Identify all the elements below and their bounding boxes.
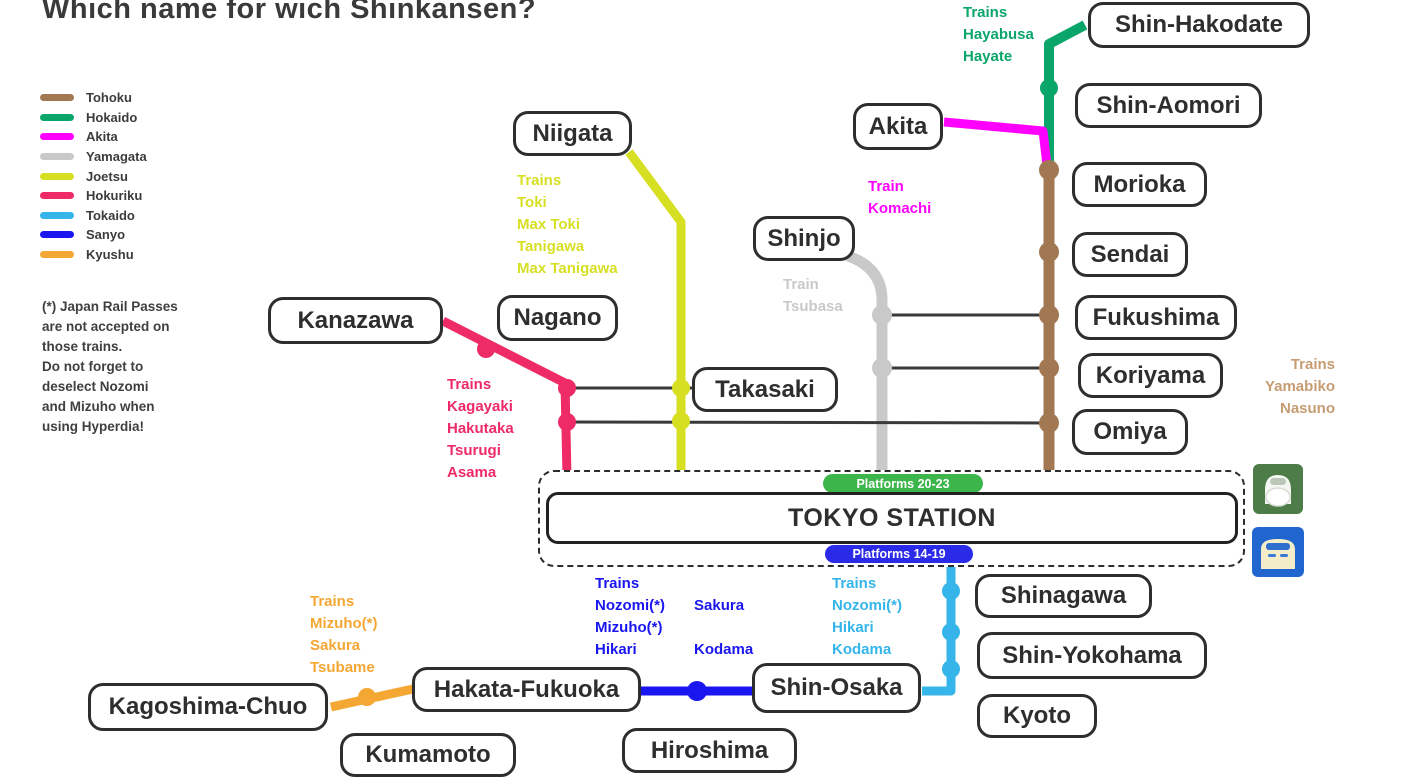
- trains-tokaido: Trains Nozomi(*) Hikari Kodama: [832, 575, 902, 658]
- station-hiroshima: Hiroshima: [622, 728, 797, 773]
- station-dot-kumamoto: [358, 688, 376, 706]
- legend-item-tokaido: Tokaido: [40, 206, 147, 226]
- line-hokkaido: [1044, 20, 1088, 168]
- station-kyoto: Kyoto: [977, 694, 1097, 738]
- station-dot-joetsu-takasaki: [672, 379, 690, 397]
- station-sendai: Sendai: [1072, 232, 1188, 277]
- legend-swatch: [40, 172, 74, 180]
- station-morioka: Morioka: [1072, 162, 1207, 207]
- platforms-20-23-badge: Platforms 20-23: [823, 474, 983, 493]
- station-shinjo: Shinjo: [753, 216, 855, 261]
- legend-item-hokuriku: Hokuriku: [40, 186, 147, 206]
- trains-hokuriku: Trains Kagayaki Hakutaka Tsurugi Asama: [447, 376, 514, 481]
- trains-sanyo-col1: Trains Nozomi(*) Mizuho(*) Hikari: [595, 575, 665, 658]
- station-dot-shinagawa: [942, 582, 960, 600]
- line-yamagata: [845, 250, 888, 477]
- station-fukushima: Fukushima: [1075, 295, 1237, 340]
- station-dot-nagano: [477, 340, 495, 358]
- legend-item-hokaido: Hokaido: [40, 108, 147, 128]
- trains-yamagata: Train Tsubasa: [783, 276, 843, 315]
- legend-item-tohoku: Tohoku: [40, 88, 147, 108]
- station-dot-morioka: [1039, 160, 1059, 180]
- legend-swatch: [40, 113, 74, 121]
- legend-swatch: [40, 231, 74, 239]
- station-dot-yamagata-fukushima: [872, 305, 892, 325]
- legend-item-akita: Akita: [40, 127, 147, 147]
- station-dot-hokuriku-takasaki: [558, 379, 576, 397]
- trains-akita: Train Komachi: [868, 178, 932, 217]
- station-dot-omiya: [1039, 413, 1059, 433]
- trains-kyushu: Trains Mizuho(*) Sakura Tsubame: [310, 593, 378, 676]
- page-title: Which name for wich Shinkansen?: [42, 0, 537, 25]
- station-dot-sendai: [1039, 242, 1059, 262]
- station-shin-hakodate: Shin-Hakodate: [1088, 2, 1310, 48]
- legend-swatch: [40, 153, 74, 161]
- green-shinkansen-icon: [1253, 464, 1303, 514]
- station-dot-shin-yokohama: [942, 623, 960, 641]
- station-shin-yokohama: Shin-Yokohama: [977, 632, 1207, 679]
- platforms-14-19-badge: Platforms 14-19: [825, 545, 973, 563]
- legend: Tohoku Hokaido Akita Yamagata Joetsu Hok…: [40, 88, 147, 264]
- station-dot-hokuriku-omiya: [558, 413, 576, 431]
- legend-swatch: [40, 211, 74, 219]
- line-joetsu: [625, 149, 686, 477]
- station-shin-osaka: Shin-Osaka: [752, 663, 921, 713]
- line-akita: [943, 117, 1052, 166]
- legend-swatch: [40, 133, 74, 141]
- station-dot-fukushima: [1039, 305, 1059, 325]
- station-dot-kyoto: [942, 660, 960, 678]
- station-dot-hiroshima: [687, 681, 707, 701]
- station-koriyama: Koriyama: [1078, 353, 1223, 398]
- station-hakata-fukuoka: Hakata-Fukuoka: [412, 667, 641, 712]
- trains-hokkaido: Trains Hayabusa Hayate: [963, 4, 1034, 65]
- station-akita: Akita: [853, 103, 943, 150]
- station-kanazawa: Kanazawa: [268, 297, 443, 344]
- legend-item-joetsu: Joetsu: [40, 166, 147, 186]
- station-takasaki: Takasaki: [692, 367, 838, 412]
- blue-shinkansen-icon: [1252, 527, 1304, 577]
- station-niigata: Niigata: [513, 111, 632, 156]
- line-tokaido: [922, 566, 956, 696]
- trains-joetsu: Trains Toki Max Toki Tanigawa Max Taniga…: [517, 172, 618, 277]
- legend-item-sanyo: Sanyo: [40, 225, 147, 245]
- connector-omiya: [566, 420, 1050, 425]
- trains-tohoku: Trains Yamabiko Nasuno: [1264, 356, 1335, 417]
- jr-pass-note: (*) Japan Rail Passes are not accepted o…: [42, 299, 178, 434]
- legend-swatch: [40, 94, 74, 102]
- trains-sanyo-col2: Sakura Kodama: [694, 597, 754, 658]
- rail-lines-layer: [330, 20, 1088, 712]
- station-dot-yamagata-koriyama: [872, 358, 892, 378]
- station-nagano: Nagano: [497, 295, 618, 341]
- legend-swatch: [40, 192, 74, 200]
- station-kumamoto: Kumamoto: [340, 733, 516, 777]
- legend-item-yamagata: Yamagata: [40, 147, 147, 167]
- station-dot-shin-aomori: [1040, 79, 1058, 97]
- station-shinagawa: Shinagawa: [975, 574, 1152, 618]
- legend-item-kyushu: Kyushu: [40, 245, 147, 265]
- legend-swatch: [40, 251, 74, 259]
- station-omiya: Omiya: [1072, 409, 1188, 455]
- station-shin-aomori: Shin-Aomori: [1075, 83, 1262, 128]
- station-dot-koriyama: [1039, 358, 1059, 378]
- station-dot-joetsu-omiya: [672, 412, 690, 430]
- station-kagoshima-chuo: Kagoshima-Chuo: [88, 683, 328, 731]
- station-tokyo: TOKYO STATION: [546, 492, 1238, 544]
